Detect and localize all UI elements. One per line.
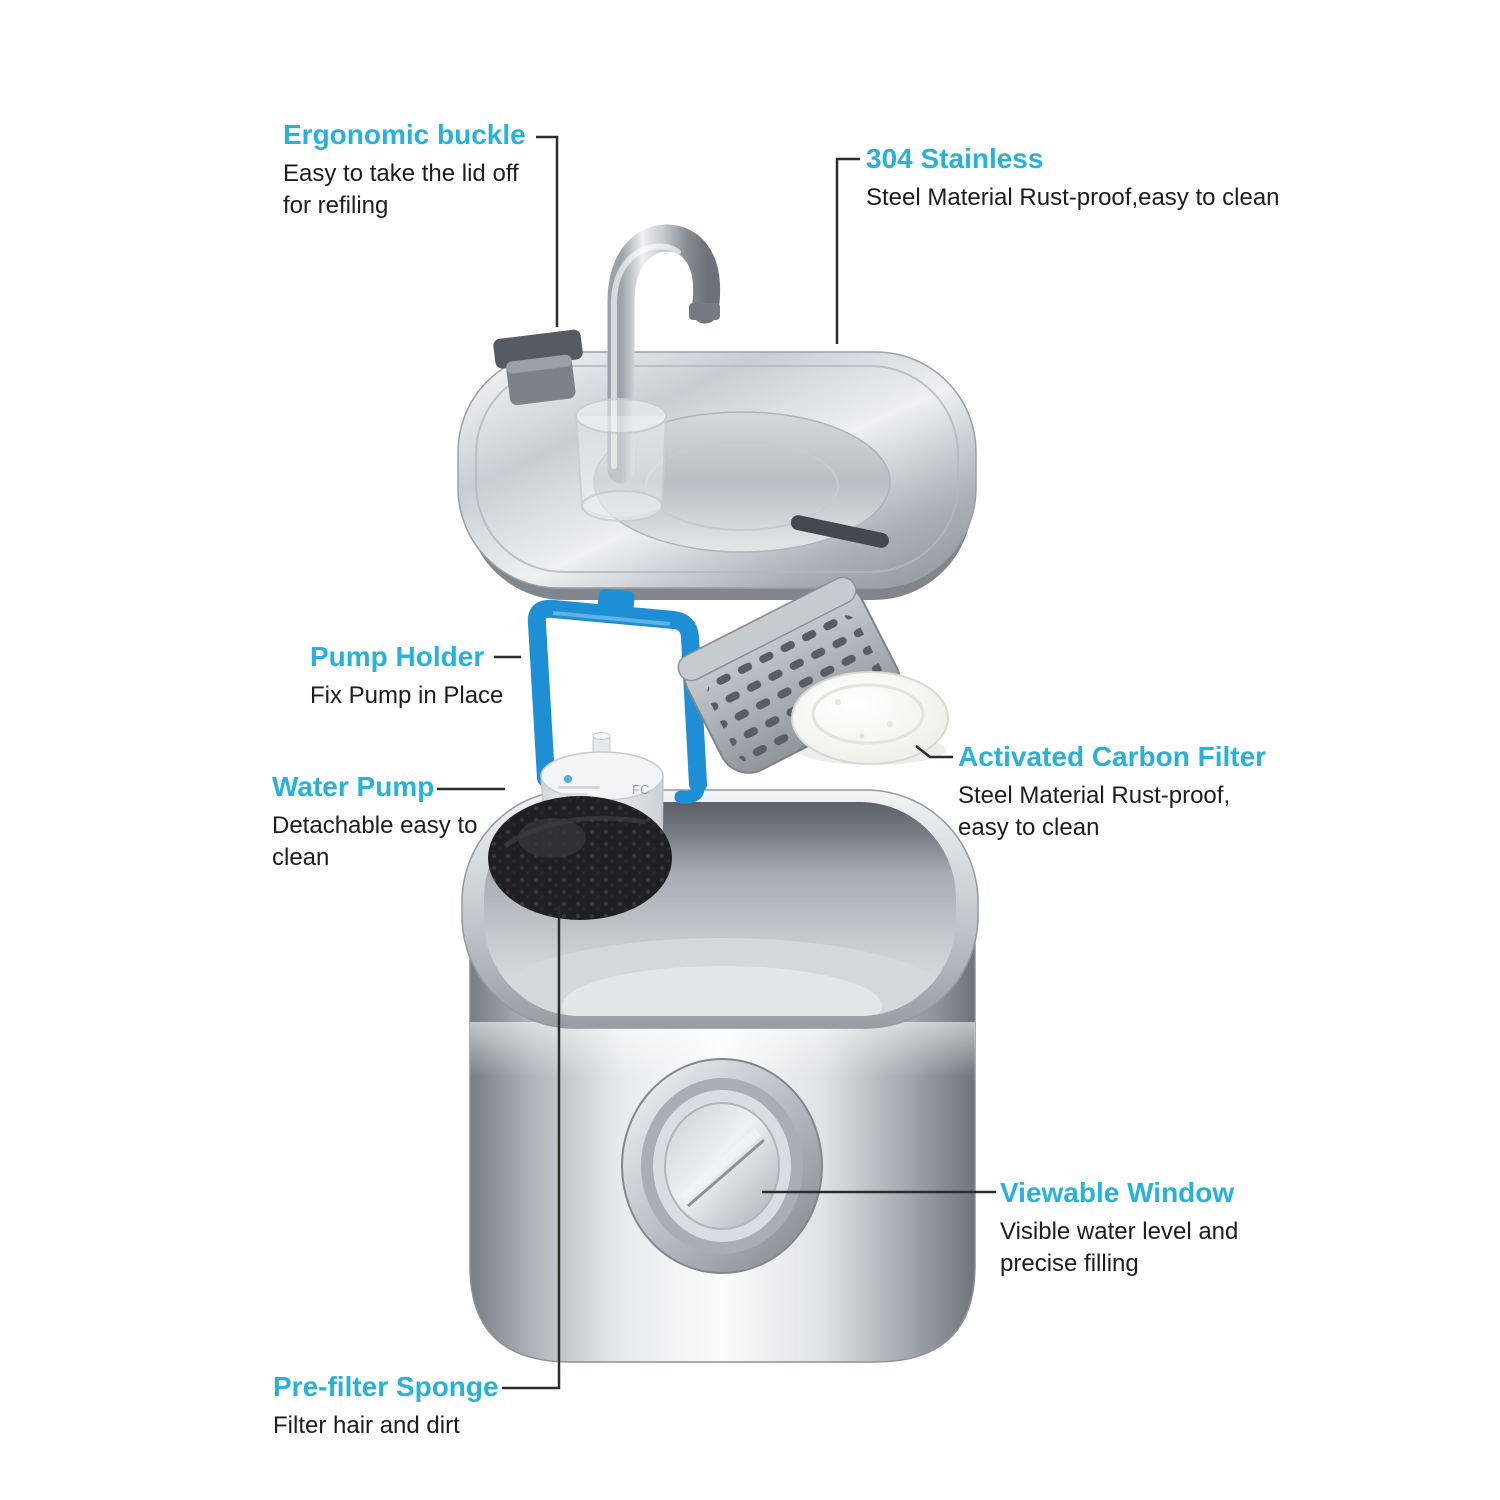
pump-marking: FC: [632, 782, 649, 797]
line-304-stainless: [835, 157, 860, 344]
lid: [457, 351, 977, 600]
callout-title: Activated Carbon Filter: [958, 741, 1267, 772]
callout-title: Pump Holder: [310, 641, 485, 672]
callout-title: Pre-filter Sponge: [273, 1371, 499, 1402]
faucet-spout-tip: [689, 303, 720, 320]
callout-title: Viewable Window: [1000, 1177, 1235, 1208]
callout-ergonomic-buckle: Ergonomic buckle Easy to take the lid of…: [283, 118, 526, 222]
callout-water-pump: Water Pump Detachable easy to clean: [272, 770, 477, 874]
callout-desc: Easy to take the lid off for refiling: [283, 160, 519, 219]
line-carbon-filter: [915, 745, 953, 759]
strainer-basket: [677, 576, 901, 774]
carbon-filter: [791, 671, 949, 765]
basin: [461, 789, 979, 1363]
viewable-window: [621, 1058, 823, 1274]
callout-desc: Fix Pump in Place: [310, 682, 504, 709]
callout-title: Water Pump: [272, 771, 435, 802]
callout-carbon-filter: Activated Carbon Filter Steel Material R…: [958, 740, 1266, 844]
callout-304-stainless: 304 Stainless Steel Material Rust-proof,…: [866, 142, 1280, 214]
callout-title: Ergonomic buckle: [283, 119, 526, 150]
prefilter-sponge: [488, 796, 672, 920]
callout-pump-holder: Pump Holder Fix Pump in Place: [310, 640, 503, 712]
callout-desc: Detachable easy to clean: [272, 812, 478, 871]
ergonomic-buckle: [493, 329, 583, 406]
callout-prefilter-sponge: Pre-filter Sponge Filter hair and dirt: [273, 1370, 499, 1442]
line-ergonomic-buckle: [536, 135, 559, 327]
callout-lines: [437, 135, 996, 1390]
lid-handle-slot: [790, 515, 889, 548]
callout-desc: Steel Material Rust-proof, easy to clean: [958, 782, 1231, 841]
callout-title: 304 Stainless: [866, 143, 1044, 174]
line-prefilter-sponge: [502, 906, 561, 1390]
callout-desc: Steel Material Rust-proof,easy to clean: [866, 184, 1280, 211]
callout-desc: Filter hair and dirt: [273, 1412, 460, 1439]
faucet-collar: [575, 398, 667, 522]
callout-viewable-window: Viewable Window Visible water level and …: [1000, 1176, 1238, 1280]
faucet: [607, 224, 721, 484]
callout-desc: Visible water level and precise filling: [1000, 1218, 1239, 1277]
